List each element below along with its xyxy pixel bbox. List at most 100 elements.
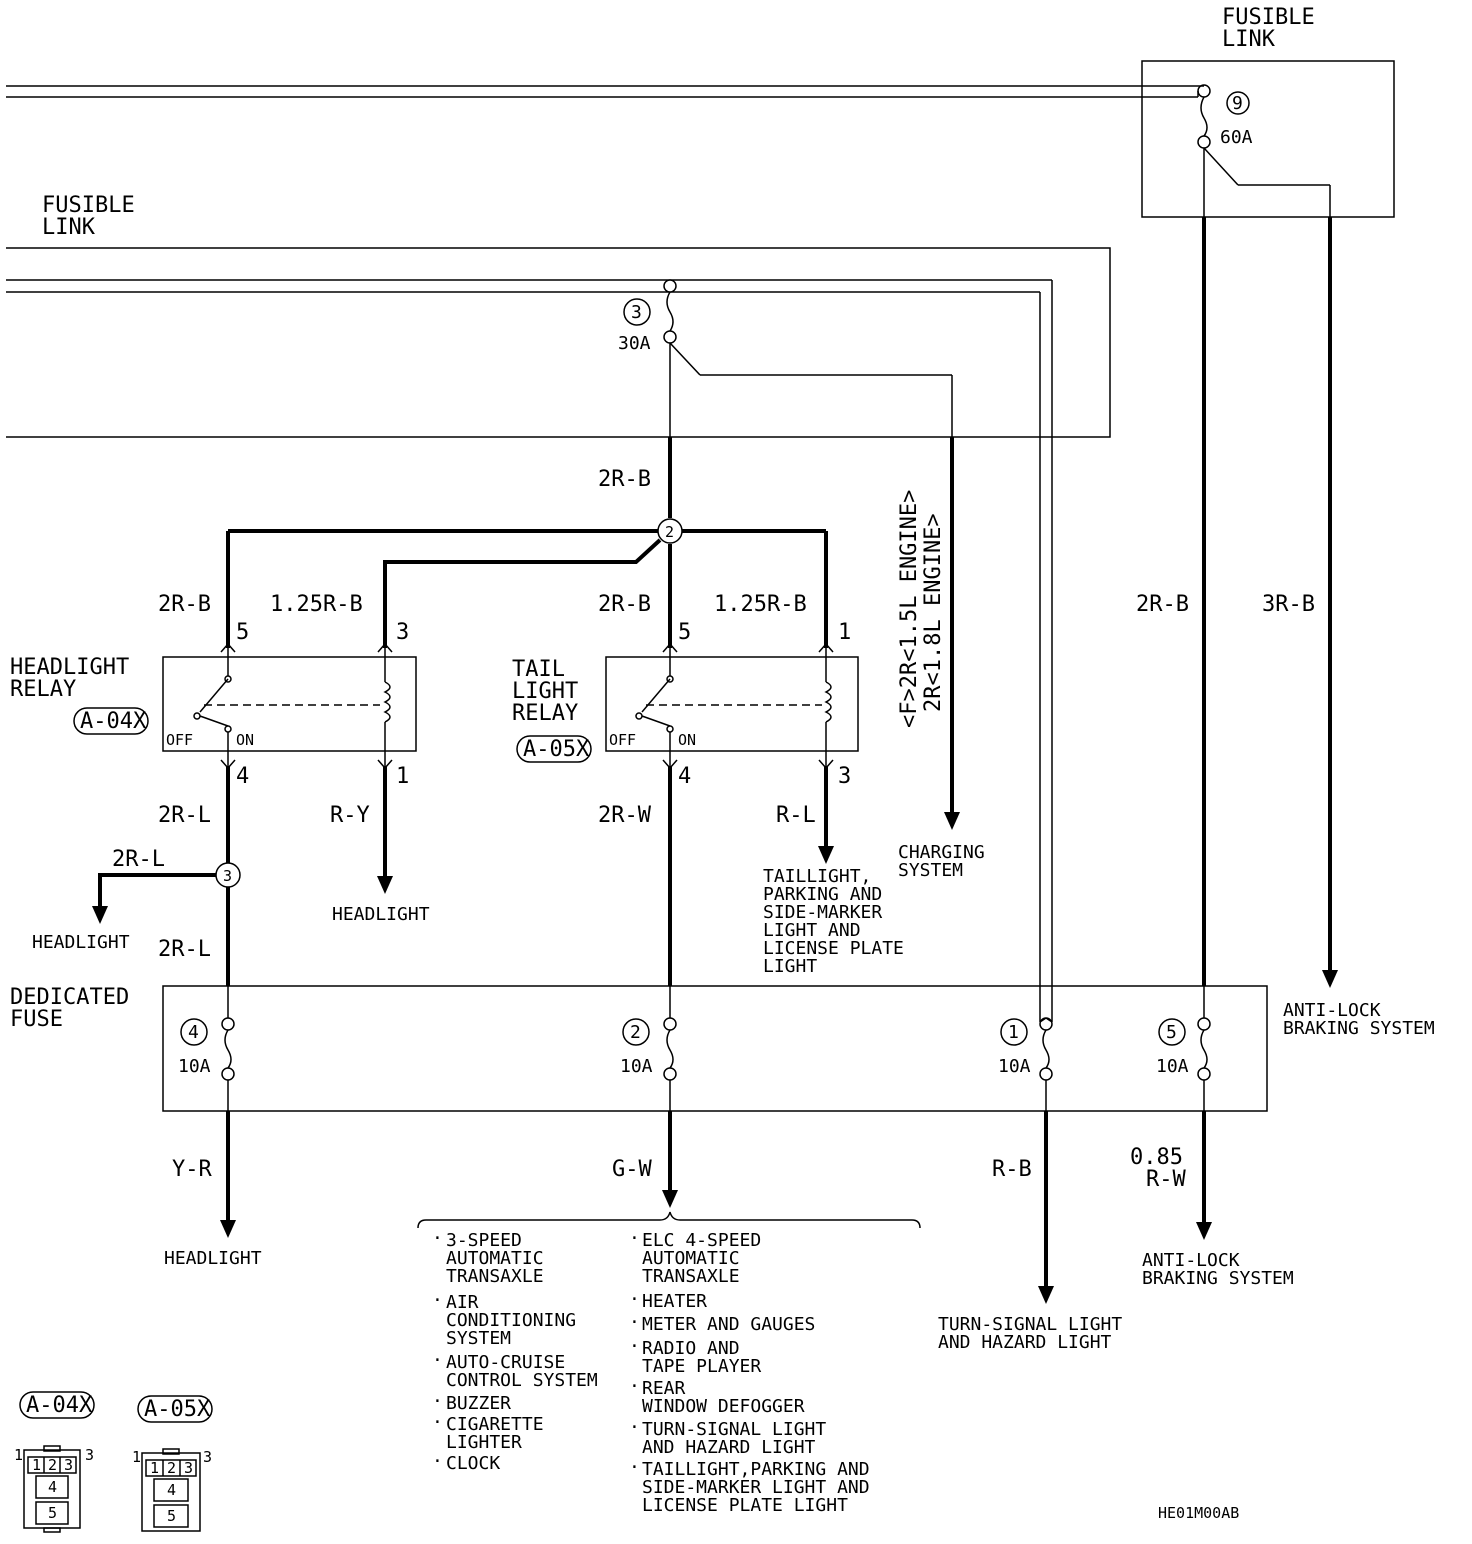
connector-latch bbox=[43, 1445, 61, 1452]
pin: 5 bbox=[167, 1507, 176, 1525]
dest-headlight-branch: HEADLIGHT bbox=[32, 932, 130, 953]
pin-label: 3 bbox=[396, 620, 409, 645]
wire-label-085-1: 0.85 bbox=[1130, 1145, 1183, 1170]
wire-label-tl-2rb: 2R-B bbox=[598, 592, 651, 617]
gw-bracket bbox=[417, 1211, 921, 1229]
connector-pin-cell bbox=[35, 1475, 69, 1499]
pin: 3 bbox=[64, 1456, 73, 1474]
fusible-link-top-num-circle bbox=[1226, 91, 1250, 115]
dest-line: SIDE-MARKER bbox=[763, 902, 882, 923]
list-bullet: · bbox=[629, 1376, 640, 1397]
dest-headlight-ry: HEADLIGHT bbox=[332, 904, 430, 925]
fuse-num-circle bbox=[622, 1018, 650, 1046]
pin: 1 bbox=[32, 1456, 41, 1474]
arrow-down bbox=[92, 906, 108, 924]
fuse-terminal bbox=[1039, 1067, 1053, 1081]
arrow-down bbox=[1038, 1286, 1054, 1304]
gw-list-left: · 3-SPEED AUTOMATIC TRANSAXLE · AIR COND… bbox=[432, 1228, 598, 1474]
fuse-1: 1 10A bbox=[998, 1017, 1053, 1081]
pin-label: 1 bbox=[838, 620, 851, 645]
pin: 2 bbox=[48, 1456, 57, 1474]
list-bullet: · bbox=[432, 1391, 443, 1412]
pin: 4 bbox=[48, 1478, 57, 1496]
list-bullet: · bbox=[629, 1289, 640, 1310]
connector-housing bbox=[141, 1452, 201, 1532]
connector-pin-cell bbox=[153, 1504, 189, 1528]
fuse-num: 1 bbox=[1008, 1022, 1019, 1043]
connector-pin-row bbox=[145, 1459, 197, 1477]
connector-name: A-04X bbox=[26, 1393, 93, 1418]
fuse-terminal bbox=[663, 330, 677, 344]
list-item-line: LICENSE PLATE LIGHT bbox=[642, 1495, 848, 1516]
drawing-code: HE01M00AB bbox=[1158, 1504, 1239, 1522]
pin-label: 5 bbox=[678, 620, 691, 645]
list-item-line: TRANSAXLE bbox=[446, 1266, 544, 1287]
fusible-link-left-box bbox=[6, 247, 1111, 438]
pin-label: 3 bbox=[838, 764, 851, 789]
relay-coil bbox=[383, 681, 391, 723]
dest-line: PARKING AND bbox=[763, 884, 882, 905]
list-item-line: METER AND GAUGES bbox=[642, 1314, 815, 1335]
wire-label-yr: Y-R bbox=[172, 1157, 212, 1182]
fuse-rating: 10A bbox=[1156, 1056, 1189, 1077]
connector-badge bbox=[137, 1395, 213, 1423]
list-item-line: AUTOMATIC bbox=[642, 1248, 740, 1269]
headlight-relay-name-1: HEADLIGHT bbox=[10, 655, 129, 680]
dest-charging-2: SYSTEM bbox=[898, 860, 963, 881]
fusible-link-top-box bbox=[1141, 60, 1395, 218]
headlight-relay-connector-badge bbox=[73, 707, 149, 735]
fusible-link-top-title-2: LINK bbox=[1222, 27, 1276, 52]
fuse-terminal bbox=[663, 279, 677, 293]
wire-label-rb: R-B bbox=[992, 1157, 1032, 1182]
list-bullet: · bbox=[432, 1412, 443, 1433]
dest-line: LICENSE PLATE bbox=[763, 938, 904, 959]
relay-link bbox=[641, 715, 671, 727]
fuse-num: 2 bbox=[630, 1022, 641, 1043]
connector-latch bbox=[162, 1448, 180, 1455]
dedicated-fuse: DEDICATED FUSE 4 10A 2 10A 1 10 bbox=[10, 985, 1268, 1112]
list-bullet: · bbox=[629, 1228, 640, 1249]
contact bbox=[635, 712, 643, 720]
list-item-line: HEATER bbox=[642, 1291, 707, 1312]
wire-hl-125rb bbox=[383, 538, 662, 648]
gw-list-right: · ELC 4-SPEED AUTOMATIC TRANSAXLE · HEAT… bbox=[629, 1228, 870, 1516]
connector-a05x: A-05X 1 3 1 2 3 4 5 bbox=[132, 1395, 213, 1532]
list-item-line: AND HAZARD LIGHT bbox=[642, 1437, 816, 1458]
connector-side-num: 3 bbox=[203, 1448, 212, 1466]
arrow-down bbox=[1196, 1222, 1212, 1240]
fuse-num-circle bbox=[1000, 1018, 1028, 1046]
dedicated-fuse-name-1: DEDICATED bbox=[10, 985, 129, 1010]
wire-label-tl-125rb: 1.25R-B bbox=[714, 592, 807, 617]
dest-turn-signal-1: TURN-SIGNAL LIGHT bbox=[938, 1314, 1122, 1335]
fuse-5: 5 10A bbox=[1156, 986, 1211, 1081]
wire-label-085-2: R-W bbox=[1146, 1167, 1186, 1192]
list-bullet: · bbox=[432, 1451, 443, 1472]
dest-line: LIGHT bbox=[763, 956, 817, 977]
fuse-terminal bbox=[1197, 1017, 1211, 1031]
taillight-relay-connector: A-05X bbox=[523, 737, 590, 762]
connector-foot bbox=[43, 1527, 61, 1533]
connector-chevron bbox=[818, 642, 834, 653]
fusible-link-left-title-2: LINK bbox=[42, 215, 96, 240]
wire-label-hl-ry: R-Y bbox=[330, 803, 370, 828]
connector-pin-cell bbox=[35, 1501, 69, 1525]
fusible-link-top: FUSIBLE LINK 9 60A bbox=[1141, 5, 1395, 218]
fuse-terminal bbox=[1197, 135, 1211, 149]
connector-a04x: A-04X 1 3 1 2 3 4 5 bbox=[14, 1391, 95, 1533]
fuse-element bbox=[1200, 96, 1208, 137]
wire-label-hl-125rb: 1.25R-B bbox=[270, 592, 363, 617]
wire-label-3rb: 3R-B bbox=[1262, 592, 1315, 617]
list-item-line: TAPE PLAYER bbox=[642, 1356, 761, 1377]
fuse-num: 4 bbox=[188, 1022, 199, 1043]
arrow-down bbox=[377, 876, 393, 894]
wire-label-main: 2R-B bbox=[598, 467, 651, 492]
wire-label-2rb: 2R-B bbox=[1136, 592, 1189, 617]
list-item-line: REAR bbox=[642, 1378, 686, 1399]
list-bullet: · bbox=[432, 1290, 443, 1311]
connector-side-num: 1 bbox=[132, 1448, 141, 1466]
pin: 4 bbox=[167, 1481, 176, 1499]
list-item-line: ELC 4-SPEED bbox=[642, 1230, 761, 1251]
taillight-relay-name-3: RELAY bbox=[512, 701, 578, 726]
fuse-terminal bbox=[1197, 84, 1211, 98]
